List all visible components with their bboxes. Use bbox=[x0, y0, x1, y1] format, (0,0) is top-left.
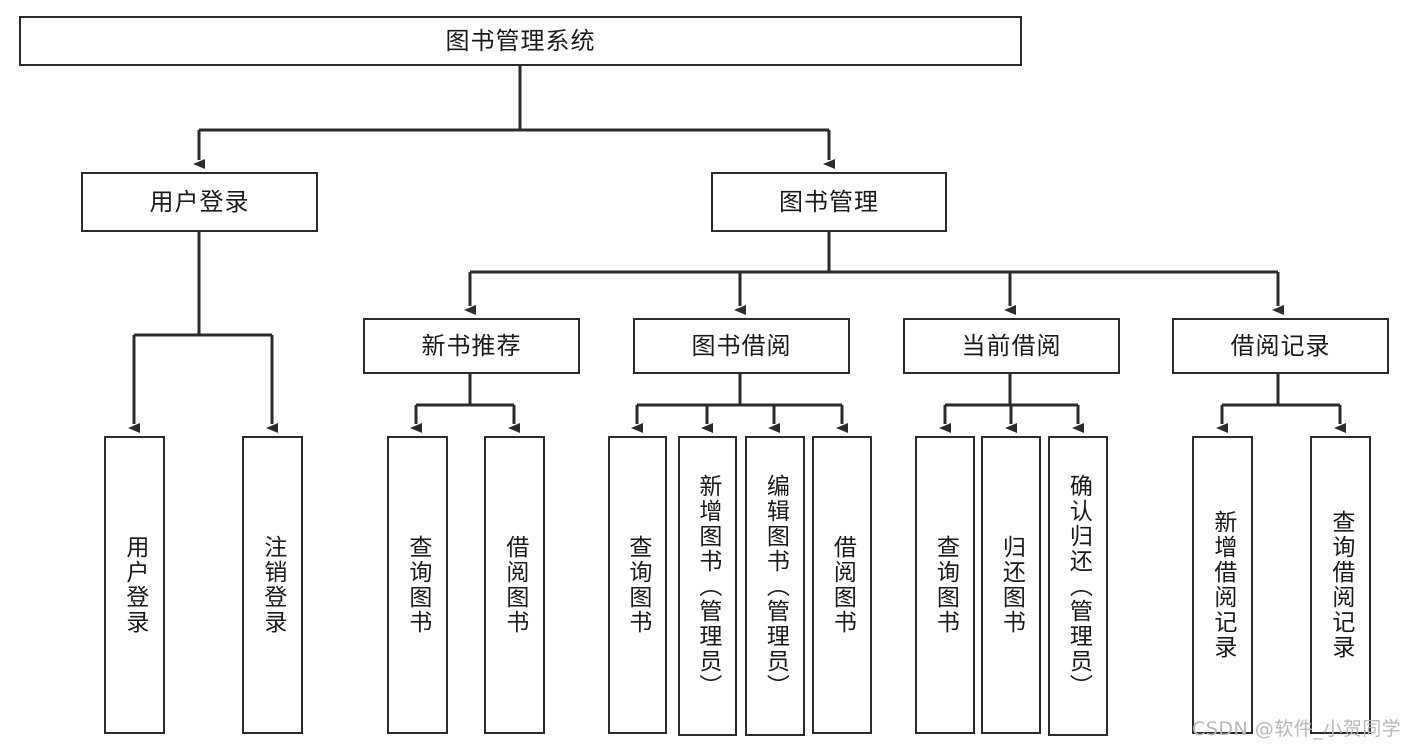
leaf-logout[interactable]: 注销登录 bbox=[242, 436, 303, 734]
leaf-add-book-admin[interactable]: 新增图书（管理员） bbox=[678, 436, 737, 736]
node-book-management[interactable]: 图书管理 bbox=[711, 172, 947, 232]
leaf-edit-book-admin[interactable]: 编辑图书（管理员） bbox=[745, 436, 805, 736]
node-current-borrow[interactable]: 当前借阅 bbox=[903, 318, 1120, 374]
leaf-borrow-book-recommend[interactable]: 借阅图书 bbox=[484, 436, 545, 734]
watermark: CSDN @软件_小贺同学 bbox=[1192, 718, 1402, 740]
node-new-book-recommend[interactable]: 新书推荐 bbox=[363, 318, 580, 374]
leaf-add-borrow-record[interactable]: 新增借阅记录 bbox=[1192, 436, 1253, 734]
leaf-query-book-recommend[interactable]: 查询图书 bbox=[387, 436, 448, 734]
node-book-borrow[interactable]: 图书借阅 bbox=[633, 318, 850, 374]
leaf-return-book[interactable]: 归还图书 bbox=[981, 436, 1041, 734]
node-user-login[interactable]: 用户登录 bbox=[81, 172, 318, 232]
node-root-system[interactable]: 图书管理系统 bbox=[19, 16, 1022, 66]
node-borrow-record[interactable]: 借阅记录 bbox=[1172, 318, 1389, 374]
leaf-query-borrow-record[interactable]: 查询借阅记录 bbox=[1310, 436, 1371, 734]
leaf-borrow-book[interactable]: 借阅图书 bbox=[812, 436, 872, 734]
leaf-confirm-return-admin[interactable]: 确认归还（管理员） bbox=[1048, 436, 1108, 736]
leaf-query-book-borrow[interactable]: 查询图书 bbox=[608, 436, 667, 734]
leaf-user-login[interactable]: 用户登录 bbox=[104, 436, 165, 734]
leaf-query-book-current[interactable]: 查询图书 bbox=[915, 436, 975, 734]
